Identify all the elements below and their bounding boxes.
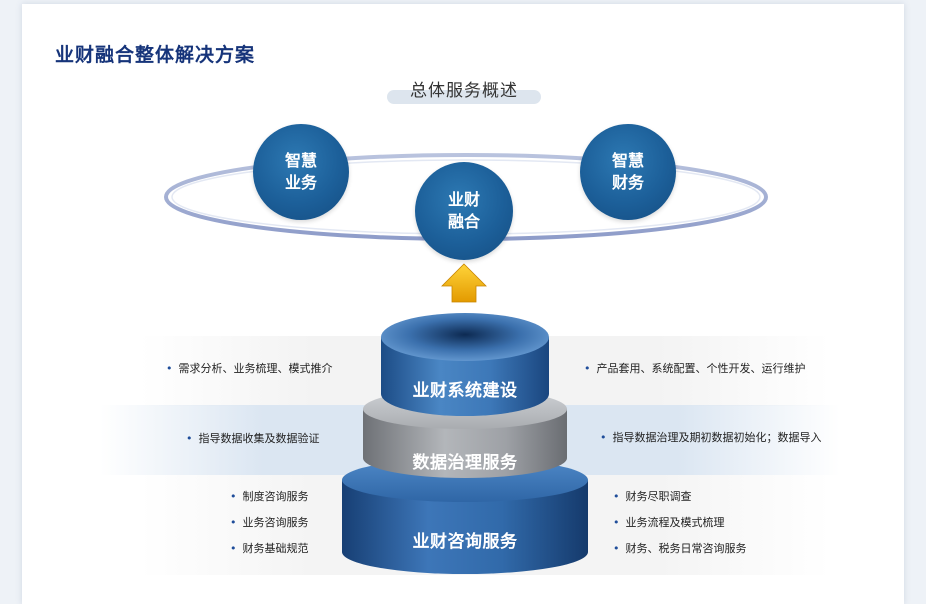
tier-bottom-label: 业财咨询服务 xyxy=(412,532,518,552)
bubble-business-finance-line2: 融合 xyxy=(447,212,480,231)
tier-middle-right-item: 指导数据治理及期初数据初始化；数据导入 xyxy=(600,431,822,445)
bubble-smart-finance-line1: 智慧 xyxy=(611,151,644,170)
bubble-smart-finance: 智慧 财务 xyxy=(580,124,676,220)
tier-bottom-left-item: 制度咨询服务 xyxy=(230,490,309,504)
tier-bottom-left-item: 财务基础规范 xyxy=(230,542,309,556)
bubble-smart-business: 智慧 业务 xyxy=(253,124,349,220)
bubble-smart-business-line1: 智慧 xyxy=(284,151,317,170)
tier-top-left-item: 需求分析、业务梳理、模式推介 xyxy=(166,362,333,376)
bubble-smart-finance-line2: 财务 xyxy=(611,173,644,192)
tier-top-label: 业财系统建设 xyxy=(412,381,518,401)
tier-middle-left-item: 指导数据收集及数据验证 xyxy=(186,432,320,446)
tier-top-right-item: 产品套用、系统配置、个性开发、运行维护 xyxy=(584,362,806,376)
tier-bottom-right-item: 业务流程及模式梳理 xyxy=(613,516,725,530)
page-title: 业财融合整体解决方案 xyxy=(55,44,256,66)
bubble-business-finance: 业财 融合 xyxy=(415,162,513,260)
tier-bottom-left-item: 业务咨询服务 xyxy=(230,516,309,530)
up-arrow-icon xyxy=(441,263,487,303)
tier-bottom-right-item: 财务尽职调查 xyxy=(613,490,692,504)
tier-middle-label: 数据治理服务 xyxy=(412,453,518,473)
bubble-business-finance-line1: 业财 xyxy=(447,190,480,209)
tier-top-cylinder xyxy=(381,313,549,416)
overview-title: 总体服务概述 xyxy=(410,81,518,101)
bubble-smart-business-line2: 业务 xyxy=(284,173,317,192)
tier-bottom-right-item: 财务、税务日常咨询服务 xyxy=(613,542,747,556)
overview-title-highlight xyxy=(387,90,541,104)
